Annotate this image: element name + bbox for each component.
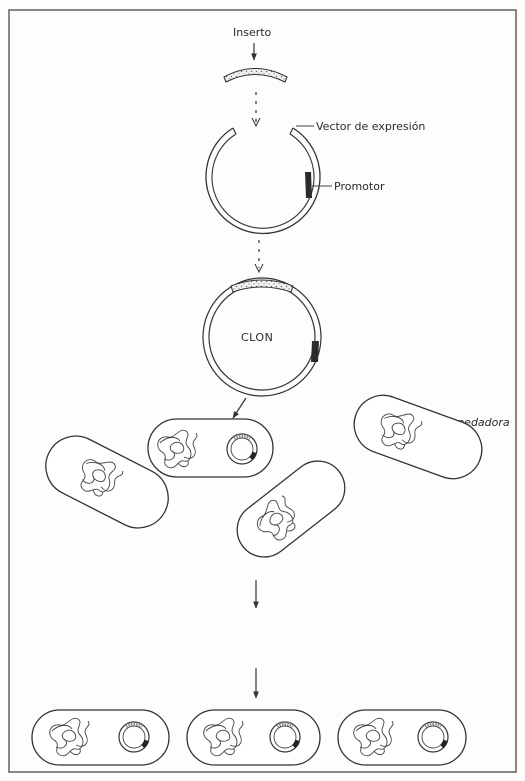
promoter-block	[305, 172, 312, 198]
host-cell-with-clone-3	[186, 709, 321, 766]
host-cell-with-clone-1	[147, 418, 274, 478]
expression-vector	[205, 127, 321, 235]
clone-plasmid	[202, 277, 322, 397]
arrow-clone-to-cells	[232, 397, 247, 419]
arrow-vector-to-clone-head	[254, 263, 264, 274]
insert-fragment	[223, 68, 288, 83]
insert-label: Inserto	[233, 26, 272, 39]
clone-promoter	[311, 341, 319, 362]
promoter-label: Promotor	[334, 180, 385, 193]
clone-label: CLON	[241, 331, 273, 344]
host-cell-empty-left	[45, 435, 169, 529]
arrow-insert-to-vector-head	[251, 117, 261, 128]
host-cell-with-clone-4	[337, 709, 467, 766]
vector-label: Vector de expresión	[316, 120, 425, 133]
figure-frame	[8, 9, 517, 773]
host-cell-empty-right	[353, 394, 483, 480]
host-cell-empty-center	[236, 460, 346, 558]
host-cell-with-clone-2	[31, 709, 170, 766]
